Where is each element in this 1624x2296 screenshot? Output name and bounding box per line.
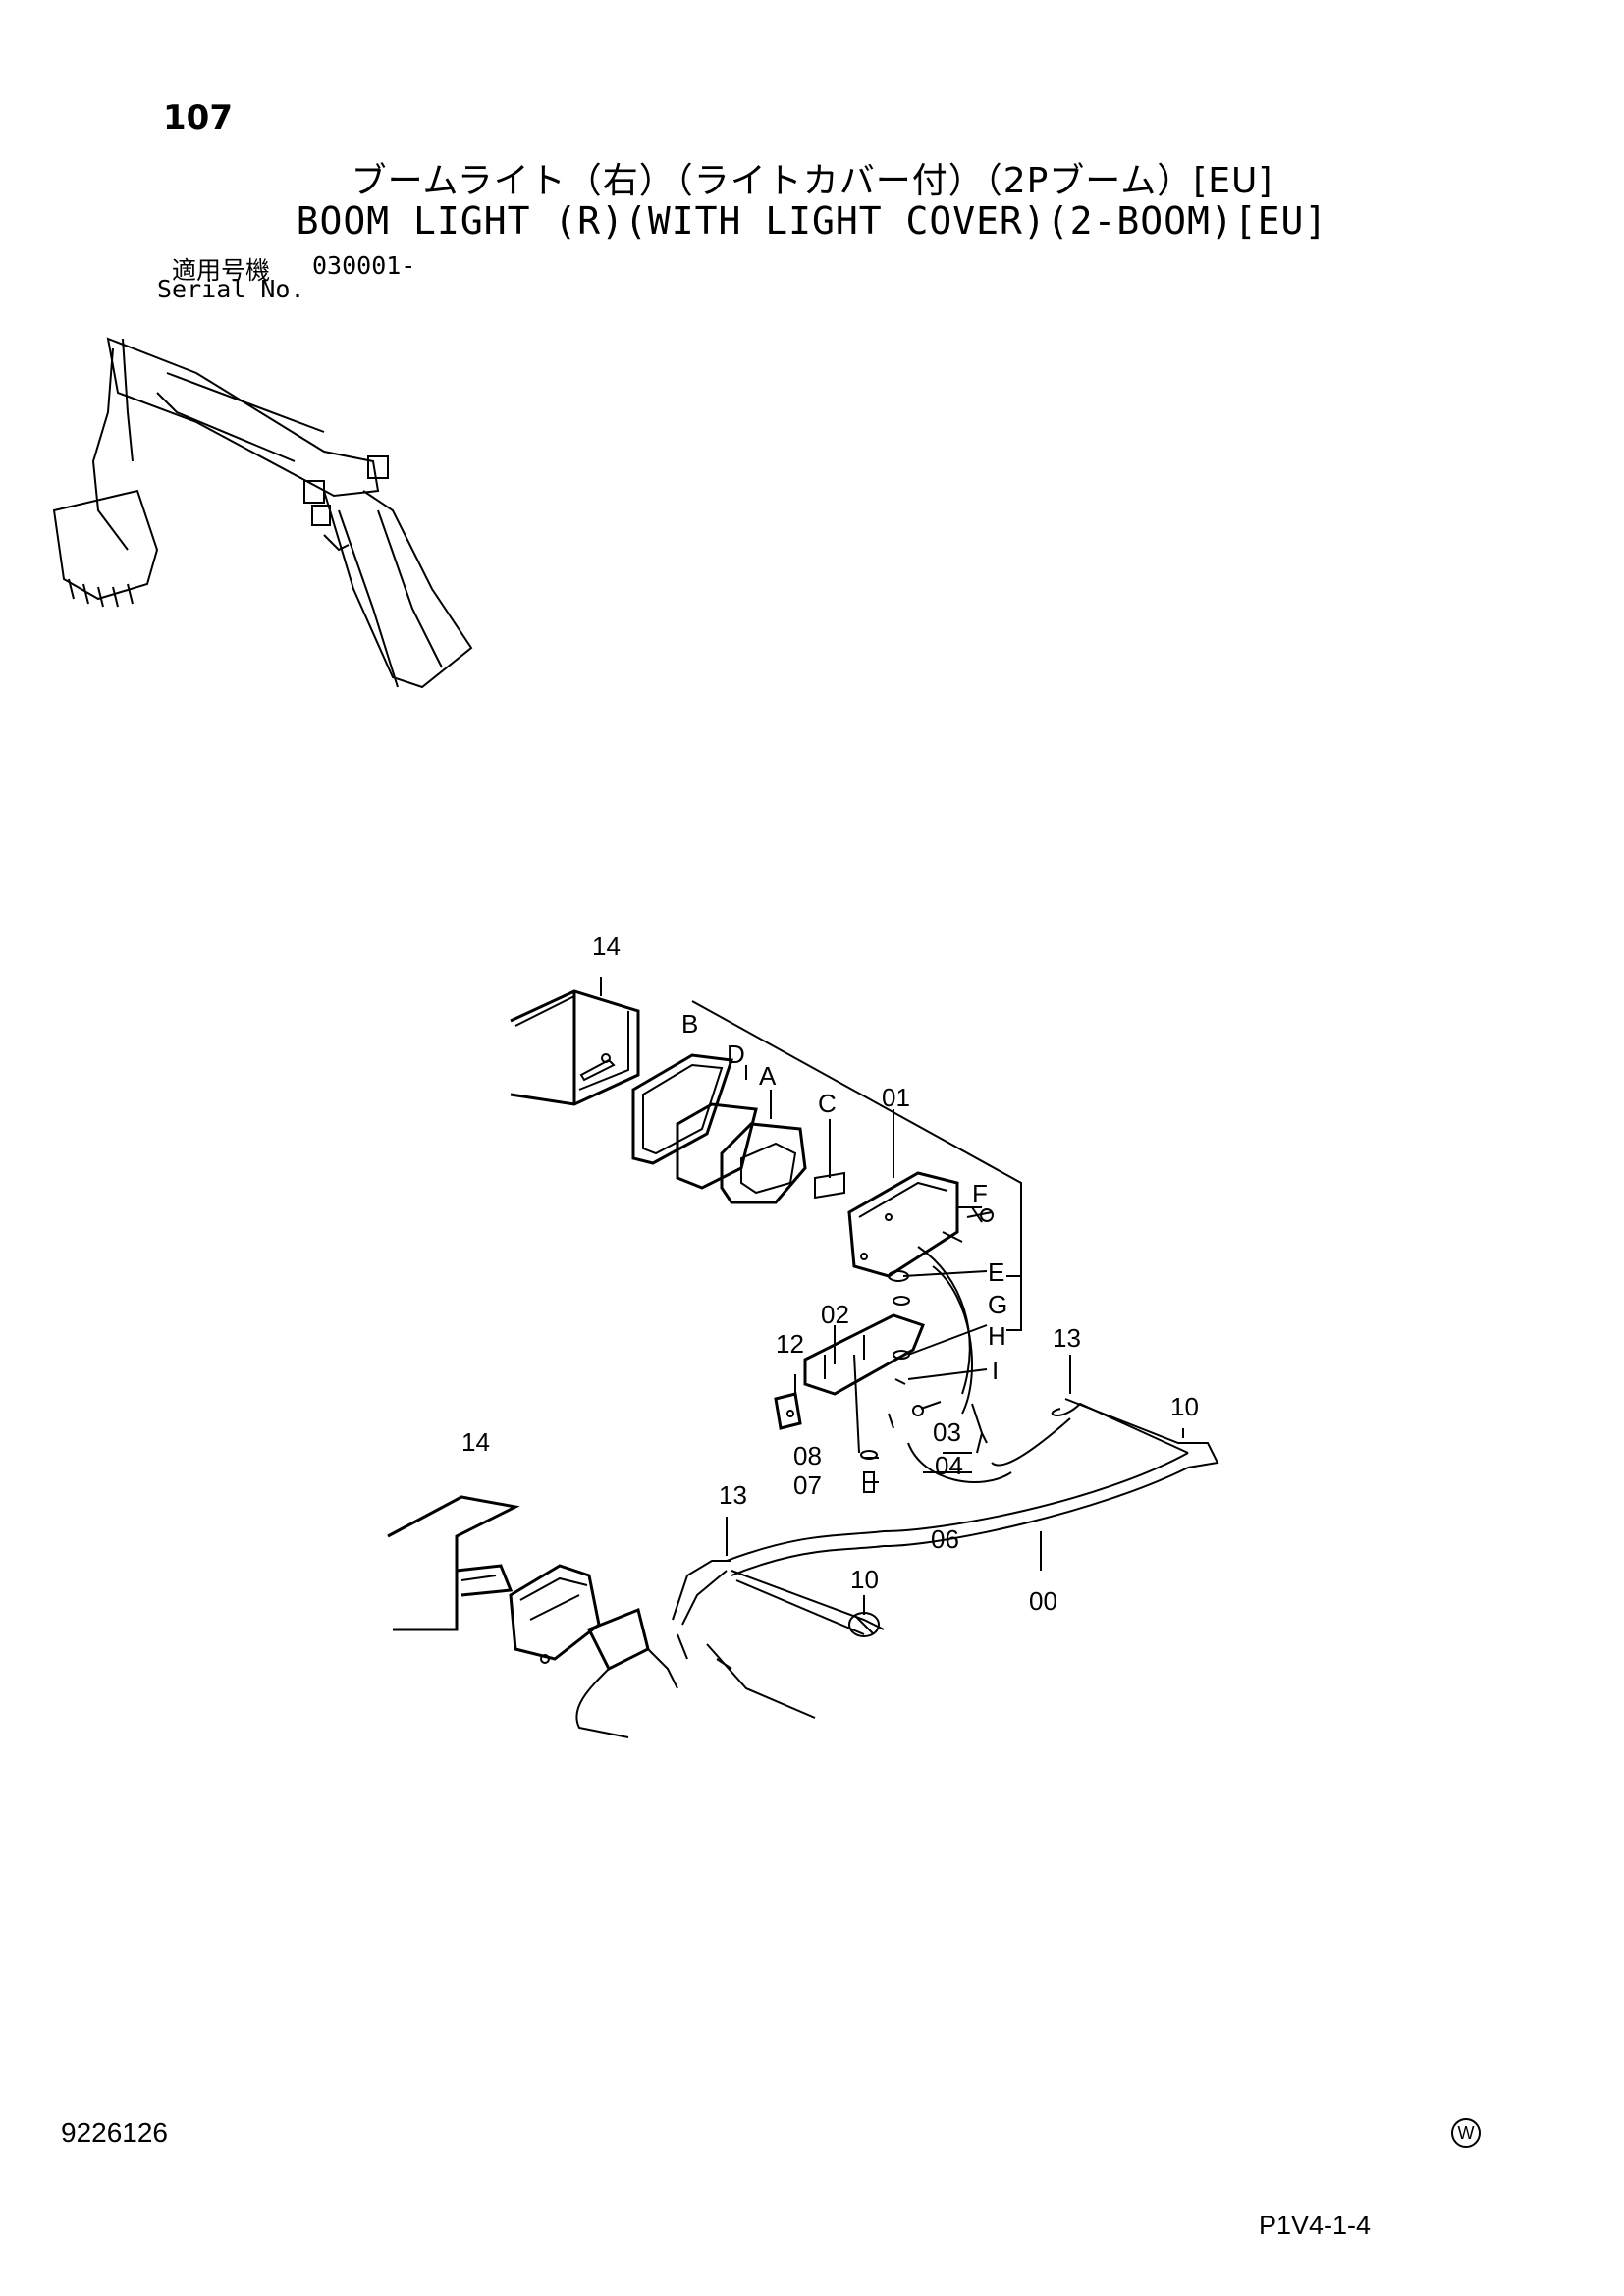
light-cover-lower — [387, 1495, 732, 1738]
callout-label: 01 — [882, 1083, 910, 1112]
callout-label: F — [972, 1179, 988, 1208]
callout-label: C — [818, 1089, 837, 1118]
page-code: P1V4-1-4 — [1259, 2211, 1372, 2240]
callout-label: I — [992, 1356, 999, 1385]
light-frames — [631, 1053, 807, 1204]
callout-label: 06 — [931, 1524, 959, 1554]
callout-label: 13 — [1053, 1323, 1081, 1353]
callout-label: 10 — [850, 1565, 879, 1594]
document-id: 9226126 — [61, 2117, 169, 2148]
serial-label-english: Serial No. — [157, 275, 305, 303]
callout-label: 04 — [935, 1451, 963, 1480]
callout-label: 13 — [719, 1480, 747, 1510]
callout-label: 00 — [1029, 1586, 1057, 1616]
leader-lines — [600, 977, 1184, 1615]
page-title-japanese: ブームライト（右）（ライトカバー付）（2Pブーム）[EU] — [351, 161, 1273, 201]
callout-label: D — [727, 1040, 745, 1069]
page-number: 107 — [163, 98, 233, 137]
callout-label: 07 — [793, 1470, 822, 1500]
bracket-assembly — [774, 1270, 988, 1493]
callout-label: A — [759, 1061, 777, 1091]
callout-label: 10 — [1170, 1392, 1199, 1421]
callout-label: 02 — [821, 1300, 849, 1329]
light-cover-upper — [510, 989, 640, 1106]
page-title-english: BOOM LIGHT (R)(WITH LIGHT COVER)(2-BOOM)… — [296, 199, 1328, 242]
callout-label: 14 — [461, 1427, 490, 1457]
callout-label: 08 — [793, 1441, 822, 1470]
lamp-assembly — [814, 1148, 994, 1278]
callout-label: H — [988, 1321, 1006, 1351]
callout-label: 14 — [592, 932, 621, 961]
serial-label-japanese: 適用号機 — [172, 256, 271, 285]
callout-label: 12 — [776, 1329, 804, 1359]
callout-label: E — [988, 1257, 1004, 1287]
wiring-harness — [672, 1246, 1219, 1719]
callout-label: B — [681, 1009, 698, 1039]
callout-label: 03 — [933, 1417, 961, 1447]
excavator-overview-drawing — [52, 337, 473, 689]
callout-labels: 14 B D A C 01 F E G H I 02 12 13 10 03 0… — [461, 932, 1199, 1616]
callout-label: G — [988, 1290, 1007, 1319]
serial-number: 030001- — [312, 251, 416, 280]
copyright-mark: W — [1451, 2118, 1481, 2148]
